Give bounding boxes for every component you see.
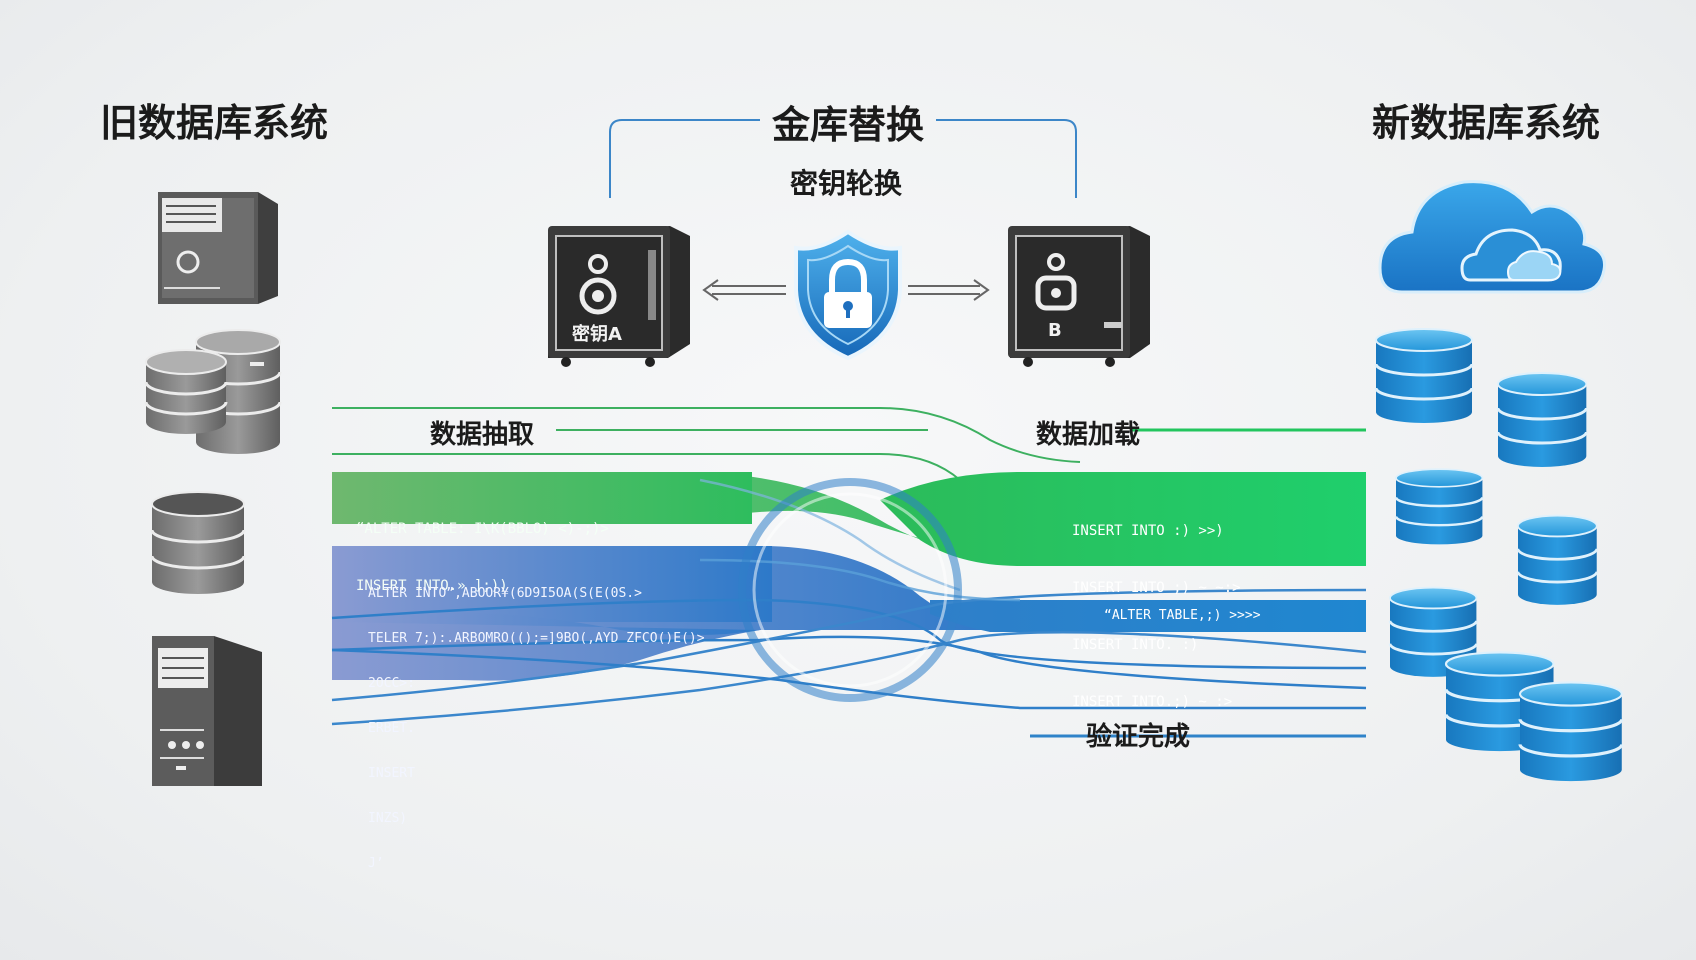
vault-a-label: 密钥A [572, 324, 622, 345]
shield-lock-icon [794, 229, 902, 361]
old-system-title: 旧数据库系统 [100, 101, 329, 145]
blue-database-icon [1518, 680, 1624, 783]
new-system-title: 新数据库系统 [1372, 101, 1601, 145]
right-arrow [908, 279, 990, 301]
blue-left-code: ALTER INTO”,ABOOR¥(6D9I5OA(S(E(0S.> TELE… [368, 556, 705, 886]
vault-icon [548, 226, 690, 367]
code-line: INSERT INTO :) >>) [1072, 523, 1224, 539]
load-label: 数据加载 [1036, 420, 1141, 450]
green-left-code: “ALTER TABLE: I\K(BBLO) <)-;)> INSERT IN… [356, 482, 609, 615]
left-arrow [702, 279, 786, 301]
code-line: INSERT INTO.;) ~ :> [1072, 694, 1233, 710]
cloud-icon [1378, 180, 1607, 294]
server-tower-icon [158, 192, 278, 304]
code-line: INSERT INTO. :) [1072, 637, 1199, 653]
vault-swap-bracket [609, 119, 1077, 198]
database-stack-icon [150, 491, 246, 594]
vault-b-label: B [1048, 320, 1062, 341]
key-rotation-label: 密钥轮换 [790, 167, 903, 200]
code-line: J’ [368, 856, 384, 871]
green-right-code: INSERT INTO :) >>) INSERT INTO ;) ~ ~:> … [1072, 484, 1241, 731]
blue-database-icon [1496, 371, 1588, 469]
code-line: INSERT [368, 766, 415, 781]
vault-icon [1008, 226, 1150, 367]
code-line: INSERT INTO.» ];)) [356, 578, 508, 594]
blue-database-icon [1374, 327, 1474, 425]
code-line: TELER 7;):.ARBOMRO(();=]9BO(,AYD ZFCO()E… [368, 631, 705, 646]
database-cluster-icon [144, 329, 282, 454]
extract-label: 数据抽取 [430, 420, 535, 450]
blue-database-icon [1516, 514, 1599, 607]
code-line: “ALTER TABLE: I\K(BBLO) <)-;)> [356, 521, 609, 537]
code-line: ERBET. [368, 721, 415, 736]
verify-label: 验证完成 [1086, 722, 1191, 752]
blue-database-icon [1394, 467, 1484, 546]
code-line: INZS) [368, 811, 408, 826]
server-tower-icon [152, 636, 262, 786]
code-line: ALTER INTO”,ABOOR¥(6D9I5OA(S(E(0S.> [368, 586, 642, 601]
code-line: INSERT INTO ;) ~ ~:> [1072, 580, 1241, 596]
vault-swap-title: 金库替换 [772, 103, 925, 147]
code-line: 2OCC>: [368, 676, 415, 691]
motion-ring [738, 478, 962, 702]
blue-right-code: “ALTER TABLE,;) >>>> [1104, 608, 1261, 623]
